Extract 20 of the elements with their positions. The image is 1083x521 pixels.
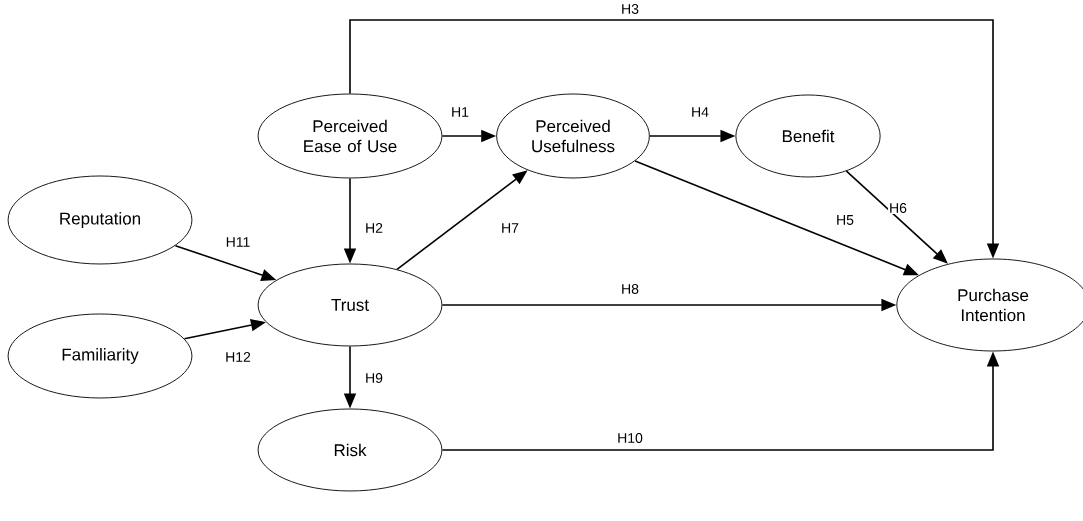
edge-label: H5 <box>835 214 855 226</box>
ellipse-node: Risk <box>257 408 443 492</box>
edge-label: H6 <box>888 202 908 214</box>
edge-label: H2 <box>364 222 384 234</box>
ellipse-node: Perceived Usefulness <box>496 93 650 179</box>
arrow <box>845 170 948 264</box>
edge-label: H1 <box>450 106 470 118</box>
edge-label: H3 <box>620 3 640 15</box>
edge-label: H9 <box>364 372 384 384</box>
ellipse-node: Perceived Ease of Use <box>257 93 443 179</box>
edge-label: H4 <box>690 106 710 118</box>
edge-label: H11 <box>224 236 252 248</box>
ellipse-node: Benefit <box>735 94 881 178</box>
edge-label: H7 <box>500 222 520 234</box>
ellipse-node: Trust <box>257 263 443 347</box>
ellipse-node: Reputation <box>7 175 193 265</box>
edge-label: H8 <box>620 283 640 295</box>
edge-label: H12 <box>224 351 252 363</box>
edge-label: H10 <box>616 432 644 444</box>
ellipse-node: Familiarity <box>7 313 193 399</box>
